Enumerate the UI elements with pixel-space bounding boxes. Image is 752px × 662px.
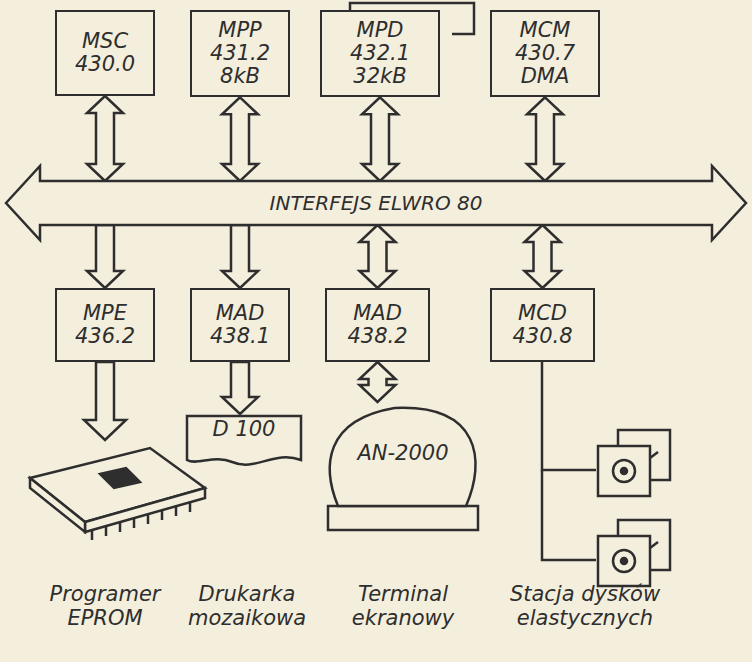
device-caption: Terminal ekranowy (328, 582, 478, 630)
device-caption: Programer EPROM (30, 582, 180, 630)
bus-arrow (222, 97, 258, 181)
node-text: MAD 438.2 (327, 298, 428, 352)
module-box: MPE 436.2 (55, 288, 155, 362)
module-box: MCM 430.7 DMA (490, 10, 600, 97)
bus-name: INTERFEJS ELWRO 80 (264, 188, 489, 218)
bus-arrow (525, 225, 561, 288)
node-text: MAD 438.1 (192, 298, 288, 352)
bus-band: INTERFEJS ELWRO 80 (6, 166, 746, 240)
bus-arrow (527, 97, 563, 181)
module-box: MAD 438.2 (325, 288, 430, 362)
bus-arrow (360, 225, 396, 288)
bus-arrow (362, 97, 398, 181)
node-text: MCM 430.7 DMA (492, 15, 598, 92)
module-box: MPD 432.1 32kB (320, 10, 440, 97)
crt-outline (318, 402, 488, 532)
node-text: MPP 431.2 8kB (192, 15, 288, 92)
disk-drive (598, 430, 670, 496)
bus-arrow (222, 362, 258, 414)
bus-arrow (360, 362, 396, 402)
node-text: MPE 436.2 (57, 298, 153, 352)
device-shape: D 100 (185, 414, 303, 470)
device-caption: Drukarka mozaikowa (172, 582, 322, 630)
bus-arrow (87, 96, 123, 181)
disk-drive (598, 520, 670, 586)
node-text: MSC 430.0 (57, 26, 153, 80)
device-shape: AN-2000 (318, 402, 488, 532)
node-text: MPD 432.1 32kB (322, 15, 438, 92)
bus-arrow (87, 225, 123, 288)
device-caption: Stacja dysków elastycznych (500, 582, 670, 630)
node-text: D 100 (207, 414, 282, 445)
module-box: MAD 438.1 (190, 288, 290, 362)
node-text: MCD 430.8 (492, 298, 593, 352)
bus-arrow (222, 225, 258, 288)
disk-wires (542, 362, 596, 560)
node-text: AN-2000 (351, 438, 454, 469)
module-box: MCD 430.8 (490, 288, 595, 362)
module-box: MPP 431.2 8kB (190, 10, 290, 97)
eprom-arrow (84, 362, 126, 440)
eprom-chip (30, 448, 205, 540)
module-box: MSC 430.0 (55, 10, 155, 96)
